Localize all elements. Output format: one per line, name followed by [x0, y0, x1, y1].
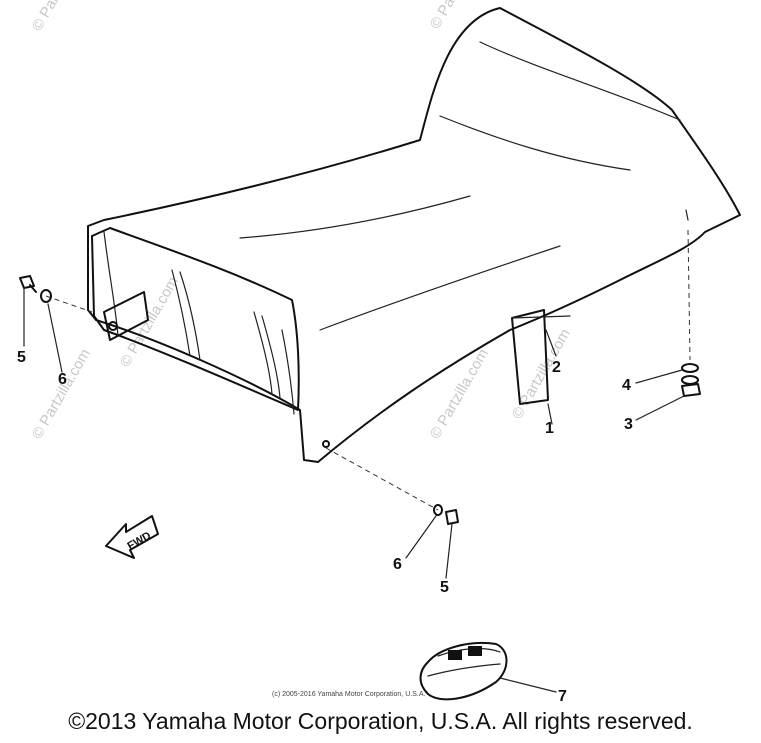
pouch-clasp-left [448, 650, 462, 660]
leader-2 [545, 329, 557, 357]
guide-lines [45, 229, 691, 511]
seat-pan-rib-5 [281, 329, 295, 415]
pouch-body [419, 642, 508, 701]
rear-nut-top [681, 375, 699, 385]
seat-seam-3 [239, 195, 471, 239]
leader-6-center [405, 515, 437, 559]
image-copyright: (c) 2005-2016 Yamaha Motor Corporation, … [272, 691, 426, 698]
left-washer [40, 289, 52, 303]
leader-5-center [445, 523, 453, 579]
seat-strap-top [511, 315, 571, 319]
watermarks: © Partzilla.com © Partzilla.com © Partzi… [29, 0, 574, 442]
callout-5-left: 5 [17, 349, 26, 366]
seat-front-pan [91, 227, 300, 411]
watermark-left: © Partzilla.com [29, 346, 94, 442]
guide-rear-bolt [687, 229, 691, 361]
footer-copyright: ©2013 Yamaha Motor Corporation, U.S.A. A… [68, 708, 693, 734]
callout-7: 7 [558, 688, 567, 705]
left-bolt [19, 275, 35, 289]
fwd-label: FWD [126, 530, 154, 553]
seat-outline [87, 7, 741, 463]
part-7-pouch [419, 642, 508, 701]
watermark-top-left: © Partzilla.com [29, 0, 94, 34]
seat-seam-4 [319, 245, 561, 331]
guide-center-bolt [325, 447, 439, 511]
guide-left-bolt [45, 295, 93, 313]
seat-pan-rib-2 [179, 271, 201, 361]
center-washer [433, 504, 443, 516]
watermark-seat-side: © Partzilla.com [509, 326, 574, 422]
rear-fasteners [681, 363, 701, 397]
seat-pan-rib-1 [171, 269, 191, 357]
leader-1 [547, 403, 553, 425]
center-fasteners [433, 504, 459, 525]
leader-6-left [47, 303, 63, 373]
center-bolt [445, 509, 459, 525]
callout-4: 4 [622, 377, 631, 394]
leader-7 [499, 677, 557, 693]
bracket-hole [108, 321, 118, 331]
seat-pan-rib-3 [253, 311, 273, 395]
leader-4 [635, 369, 683, 384]
seat-mount-hole [322, 440, 330, 448]
leader-lines [23, 287, 685, 693]
seat-assembly [87, 7, 741, 463]
left-fasteners [19, 275, 52, 303]
fwd-arrow: FWD [105, 515, 159, 559]
seat-front-bracket [103, 291, 149, 341]
rear-nut [681, 383, 701, 397]
callout-6-center: 6 [393, 556, 402, 573]
seat-pan-rib-4 [261, 315, 281, 399]
seat-seam-1 [479, 41, 681, 121]
callout-2: 2 [552, 359, 561, 376]
callout-5-center: 5 [440, 579, 449, 596]
rear-washer [681, 363, 699, 373]
pouch-seam [427, 663, 501, 677]
left-bolt-shank [29, 284, 37, 293]
callout-1: 1 [545, 420, 554, 437]
seat-rear-tab [685, 209, 689, 221]
seat-seam-2 [439, 115, 631, 171]
pouch-clasp-right [468, 646, 482, 656]
seat-strap [511, 309, 549, 405]
leader-3 [635, 395, 685, 421]
callouts: 1 2 3 4 5 6 6 5 7 [17, 349, 633, 705]
fwd-arrow-icon [105, 515, 159, 559]
callout-3: 3 [624, 416, 633, 433]
callout-6-left: 6 [58, 371, 67, 388]
